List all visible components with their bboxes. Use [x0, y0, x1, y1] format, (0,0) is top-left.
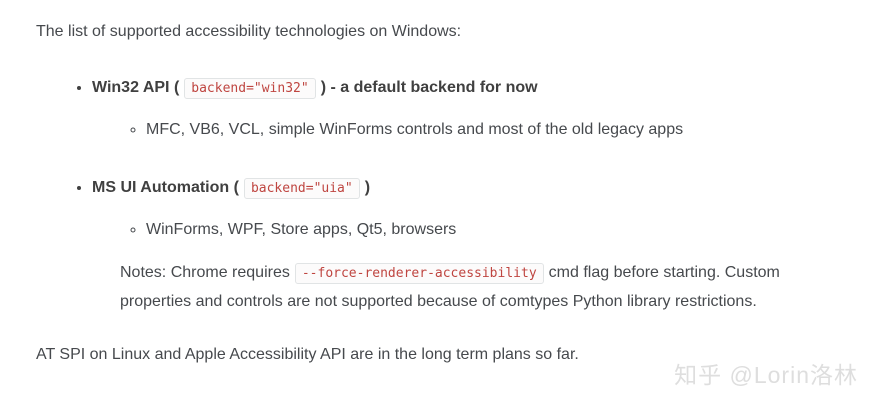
uia-sub-item: WinForms, WPF, Store apps, Qt5, browsers	[146, 220, 855, 240]
backend-list: Win32 API (backend="win32") - a default …	[36, 77, 855, 316]
footer-paragraph: AT SPI on Linux and Apple Accessibility …	[36, 346, 579, 363]
uia-backend-code: backend="uia"	[243, 178, 360, 199]
notes-paragraph: Notes: Chrome requires--force-renderer-a…	[120, 259, 828, 316]
uia-label: MS UI Automation (	[92, 179, 239, 196]
doc-content: The list of supported accessibility tech…	[0, 0, 891, 365]
list-item-uia: MS UI Automation (backend="uia") WinForm…	[92, 177, 855, 316]
win32-backend-code: backend="win32"	[184, 78, 316, 99]
intro-paragraph: The list of supported accessibility tech…	[36, 23, 462, 40]
win32-sub-list: MFC, VB6, VCL, simple WinForms controls …	[92, 120, 855, 140]
notes-text-before: Notes: Chrome requires	[120, 264, 290, 281]
list-item-win32: Win32 API (backend="win32") - a default …	[92, 77, 855, 140]
uia-label-after: )	[364, 179, 371, 196]
zhihu-watermark: 知乎 @Lorin洛林	[674, 362, 858, 388]
uia-sub-list: WinForms, WPF, Store apps, Qt5, browsers	[92, 220, 855, 240]
win32-label: Win32 API (	[92, 79, 180, 96]
chrome-flag-code: --force-renderer-accessibility	[294, 263, 544, 284]
notes-text-after: cmd flag before starting. Custom propert…	[120, 264, 780, 310]
win32-sub-item: MFC, VB6, VCL, simple WinForms controls …	[146, 120, 855, 140]
win32-label-after: ) - a default backend for now	[320, 79, 538, 96]
